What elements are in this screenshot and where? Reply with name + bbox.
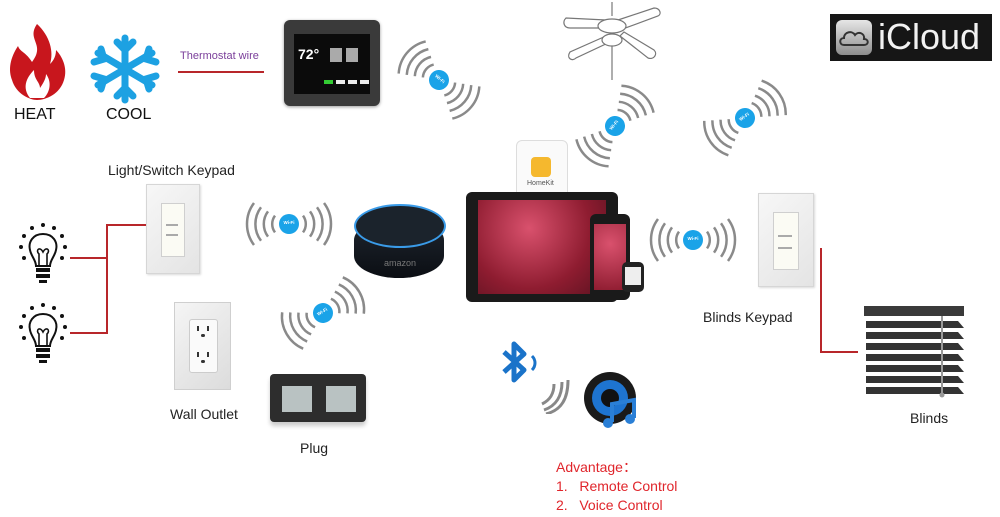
thermostat-wire-label: Thermostat wire <box>180 50 259 62</box>
light-wire <box>106 224 146 226</box>
outlet-slot <box>197 352 199 357</box>
watch-screen <box>625 267 641 285</box>
blinds-keypad-label: Blinds Keypad <box>703 309 793 325</box>
icloud-cloud-icon <box>836 20 872 55</box>
auto-button[interactable] <box>324 80 333 84</box>
echo-top-ring <box>354 204 446 248</box>
apple-watch[interactable] <box>622 262 644 292</box>
amazon-echo-dot[interactable]: amazon <box>354 204 446 286</box>
outlet-slot <box>197 326 199 331</box>
plug-socket <box>326 386 356 412</box>
fan-icon <box>330 48 342 62</box>
keypad-rocker[interactable] <box>161 203 185 257</box>
wall-outlet[interactable] <box>174 302 231 390</box>
echo-brand: amazon <box>384 258 417 268</box>
light-wire <box>106 224 108 334</box>
advantage-block: Advantage： 1. Remote Control 2. Voice Co… <box>556 458 677 515</box>
fan-icon <box>346 48 358 62</box>
wifi-icon <box>397 40 481 120</box>
plug-socket <box>282 386 312 412</box>
wifi-signal-thermostat: Wi-Fi <box>387 30 492 131</box>
outlet-ground <box>201 334 205 337</box>
wifi-badge-label: Wi-Fi <box>283 220 295 225</box>
off-button[interactable] <box>360 80 369 84</box>
wifi-signal-fan: Wi-Fi <box>565 74 666 179</box>
ceiling-fan-icon[interactable] <box>562 2 662 84</box>
homekit-app-icon <box>531 157 551 177</box>
outlet-slot <box>207 326 209 331</box>
advantage-item: 2. Voice Control <box>556 497 663 513</box>
light-wire <box>70 332 107 334</box>
light-bulb-icon[interactable] <box>18 302 68 368</box>
iphone-device[interactable] <box>590 214 630 300</box>
blinds-label: Blinds <box>910 410 949 426</box>
cool-label: COOL <box>106 106 152 123</box>
light-keypad-label: Light/Switch Keypad <box>108 162 235 178</box>
blinds-wire <box>820 248 822 352</box>
bluetooth-signal-icon <box>538 374 570 416</box>
blinds-keypad[interactable] <box>758 193 814 287</box>
thermostat-wire <box>178 71 264 73</box>
cool-button[interactable] <box>336 80 345 84</box>
wifi-icon <box>245 202 333 246</box>
wifi-badge-label: Wi-Fi <box>687 236 699 241</box>
outlet-ground <box>201 360 205 363</box>
thermostat-screen: 72° <box>294 34 370 94</box>
blinds-wire <box>820 351 858 353</box>
homekit-label: HomeKit <box>527 180 554 187</box>
bluetooth-icon[interactable] <box>500 340 542 384</box>
ipad-screen <box>478 200 606 294</box>
heat-button[interactable] <box>348 80 357 84</box>
advantage-item: 1. Remote Control <box>556 478 678 494</box>
icloud-brand-text: iCloud <box>878 16 981 57</box>
heat-icon <box>6 22 68 102</box>
iphone-screen <box>594 224 626 290</box>
keypad-rocker[interactable] <box>773 212 799 270</box>
advantage-title: Advantage： <box>556 459 637 475</box>
wifi-signal-light: Wi-Fi <box>244 196 334 252</box>
homekit-phone[interactable]: HomeKit <box>516 140 568 194</box>
thermostat-device[interactable]: 72° <box>284 20 380 106</box>
snowflake-icon <box>86 34 164 104</box>
wifi-icon <box>575 84 655 168</box>
smart-plug[interactable] <box>270 374 366 422</box>
thermostat-temperature: 72° <box>298 46 320 62</box>
light-bulb-icon[interactable] <box>18 222 68 288</box>
plug-label: Plug <box>300 440 329 456</box>
wifi-icon <box>703 79 787 157</box>
wifi-signal-blinds: Wi-Fi <box>648 212 738 268</box>
music-speaker-icon[interactable] <box>582 370 644 432</box>
wifi-signal-plug: Wi-Fi <box>270 266 376 359</box>
icloud-logo[interactable]: iCloud <box>830 14 992 61</box>
light-switch-keypad[interactable] <box>146 184 200 274</box>
light-wire <box>70 257 107 259</box>
outlet-face <box>189 319 218 373</box>
wifi-signal-icloud: Wi-Fi <box>692 69 798 166</box>
wifi-icon <box>280 276 366 350</box>
wall-outlet-label: Wall Outlet <box>170 406 238 422</box>
blinds-icon[interactable] <box>862 306 966 398</box>
wifi-icon <box>649 218 737 262</box>
outlet-slot <box>207 352 209 357</box>
heat-label: HEAT <box>14 106 56 123</box>
